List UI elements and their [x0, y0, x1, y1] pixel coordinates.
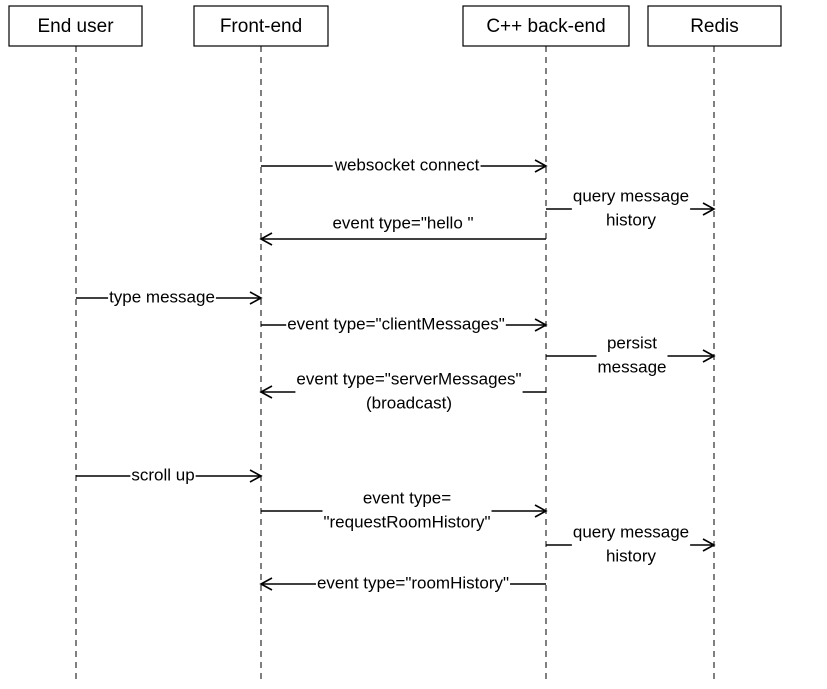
message-6: persist message	[546, 333, 716, 377]
message-2: query message history	[546, 186, 716, 230]
actor-fe: Front-end	[193, 5, 329, 47]
arrowhead-icon	[702, 349, 716, 363]
message-label-line: history	[606, 210, 657, 229]
message-label: type message	[108, 287, 216, 307]
message-label: event type="clientMessages"	[286, 314, 506, 334]
message-10: query message history	[546, 522, 716, 566]
messages: websocket connect query message history eve…	[76, 155, 716, 593]
actor-redis: Redis	[647, 5, 782, 47]
actor-box-user	[8, 5, 143, 47]
message-label-background	[322, 488, 492, 532]
message-4: type message	[76, 287, 263, 307]
message-label-line: type message	[109, 287, 215, 306]
message-7: event type="serverMessages" (broadcast)	[259, 369, 546, 413]
arrowhead-icon	[249, 291, 263, 305]
actor-label-redis: Redis	[690, 16, 739, 37]
message-label-line: message	[598, 357, 667, 376]
message-label-line: event type="roomHistory"	[317, 573, 509, 592]
arrowhead-icon	[702, 202, 716, 216]
message-label: websocket connect	[332, 155, 481, 175]
actor-label-user: End user	[37, 16, 114, 37]
message-label-background	[571, 522, 691, 566]
message-label-background	[571, 186, 691, 230]
actor-box-be	[462, 5, 630, 47]
message-label: scroll up	[130, 465, 196, 485]
message-label: query message history	[571, 522, 691, 566]
message-label-line: (broadcast)	[366, 393, 452, 412]
actor-box-fe	[193, 5, 329, 47]
message-label-line: scroll up	[131, 465, 194, 484]
actor-boxes: End user Front-end C++ back-end Redis	[8, 5, 782, 47]
message-1: websocket connect	[261, 155, 548, 175]
message-5: event type="clientMessages"	[261, 314, 548, 334]
message-label: event type="roomHistory"	[315, 573, 511, 593]
message-label: event type="hello "	[331, 213, 475, 233]
message-label-line: event type=	[363, 488, 451, 507]
actor-label-fe: Front-end	[220, 16, 302, 37]
message-label-line: query message	[573, 186, 689, 205]
message-label: persist message	[596, 333, 668, 377]
message-11: event type="roomHistory"	[259, 573, 546, 593]
arrowhead-icon	[259, 385, 273, 399]
message-label: query message history	[571, 186, 691, 230]
message-label-line: query message	[573, 522, 689, 541]
lifelines	[75, 46, 715, 680]
message-label: event type= "requestRoomHistory"	[322, 488, 492, 532]
message-label-background	[286, 314, 506, 334]
message-label-line: event type="clientMessages"	[287, 314, 505, 333]
arrowhead-icon	[249, 469, 263, 483]
message-3: event type="hello "	[259, 213, 546, 246]
actor-label-be: C++ back-end	[486, 16, 605, 37]
message-label: event type="serverMessages" (broadcast)	[295, 369, 523, 413]
message-8: scroll up	[76, 465, 263, 485]
message-label-line: event type="hello "	[332, 213, 473, 232]
message-label-background	[130, 465, 196, 485]
message-label-background	[331, 213, 475, 233]
actor-user: End user	[8, 5, 143, 47]
arrowhead-icon	[534, 504, 548, 518]
message-label-background	[596, 333, 668, 377]
actor-be: C++ back-end	[462, 5, 630, 47]
message-label-background	[332, 155, 481, 175]
message-label-background	[295, 369, 523, 413]
message-label-background	[108, 287, 216, 307]
message-label-background	[315, 573, 511, 593]
arrowhead-icon	[702, 538, 716, 552]
actor-box-redis	[647, 5, 782, 47]
arrowhead-icon	[259, 577, 273, 591]
arrowhead-icon	[259, 232, 273, 246]
message-label-line: websocket connect	[334, 155, 480, 174]
message-label-line: history	[606, 546, 657, 565]
arrowhead-icon	[534, 159, 548, 173]
message-label-line: event type="serverMessages"	[296, 369, 521, 388]
message-label-line: persist	[607, 333, 657, 352]
message-9: event type= "requestRoomHistory"	[261, 488, 548, 532]
arrowhead-icon	[534, 318, 548, 332]
message-label-line: "requestRoomHistory"	[323, 512, 490, 531]
